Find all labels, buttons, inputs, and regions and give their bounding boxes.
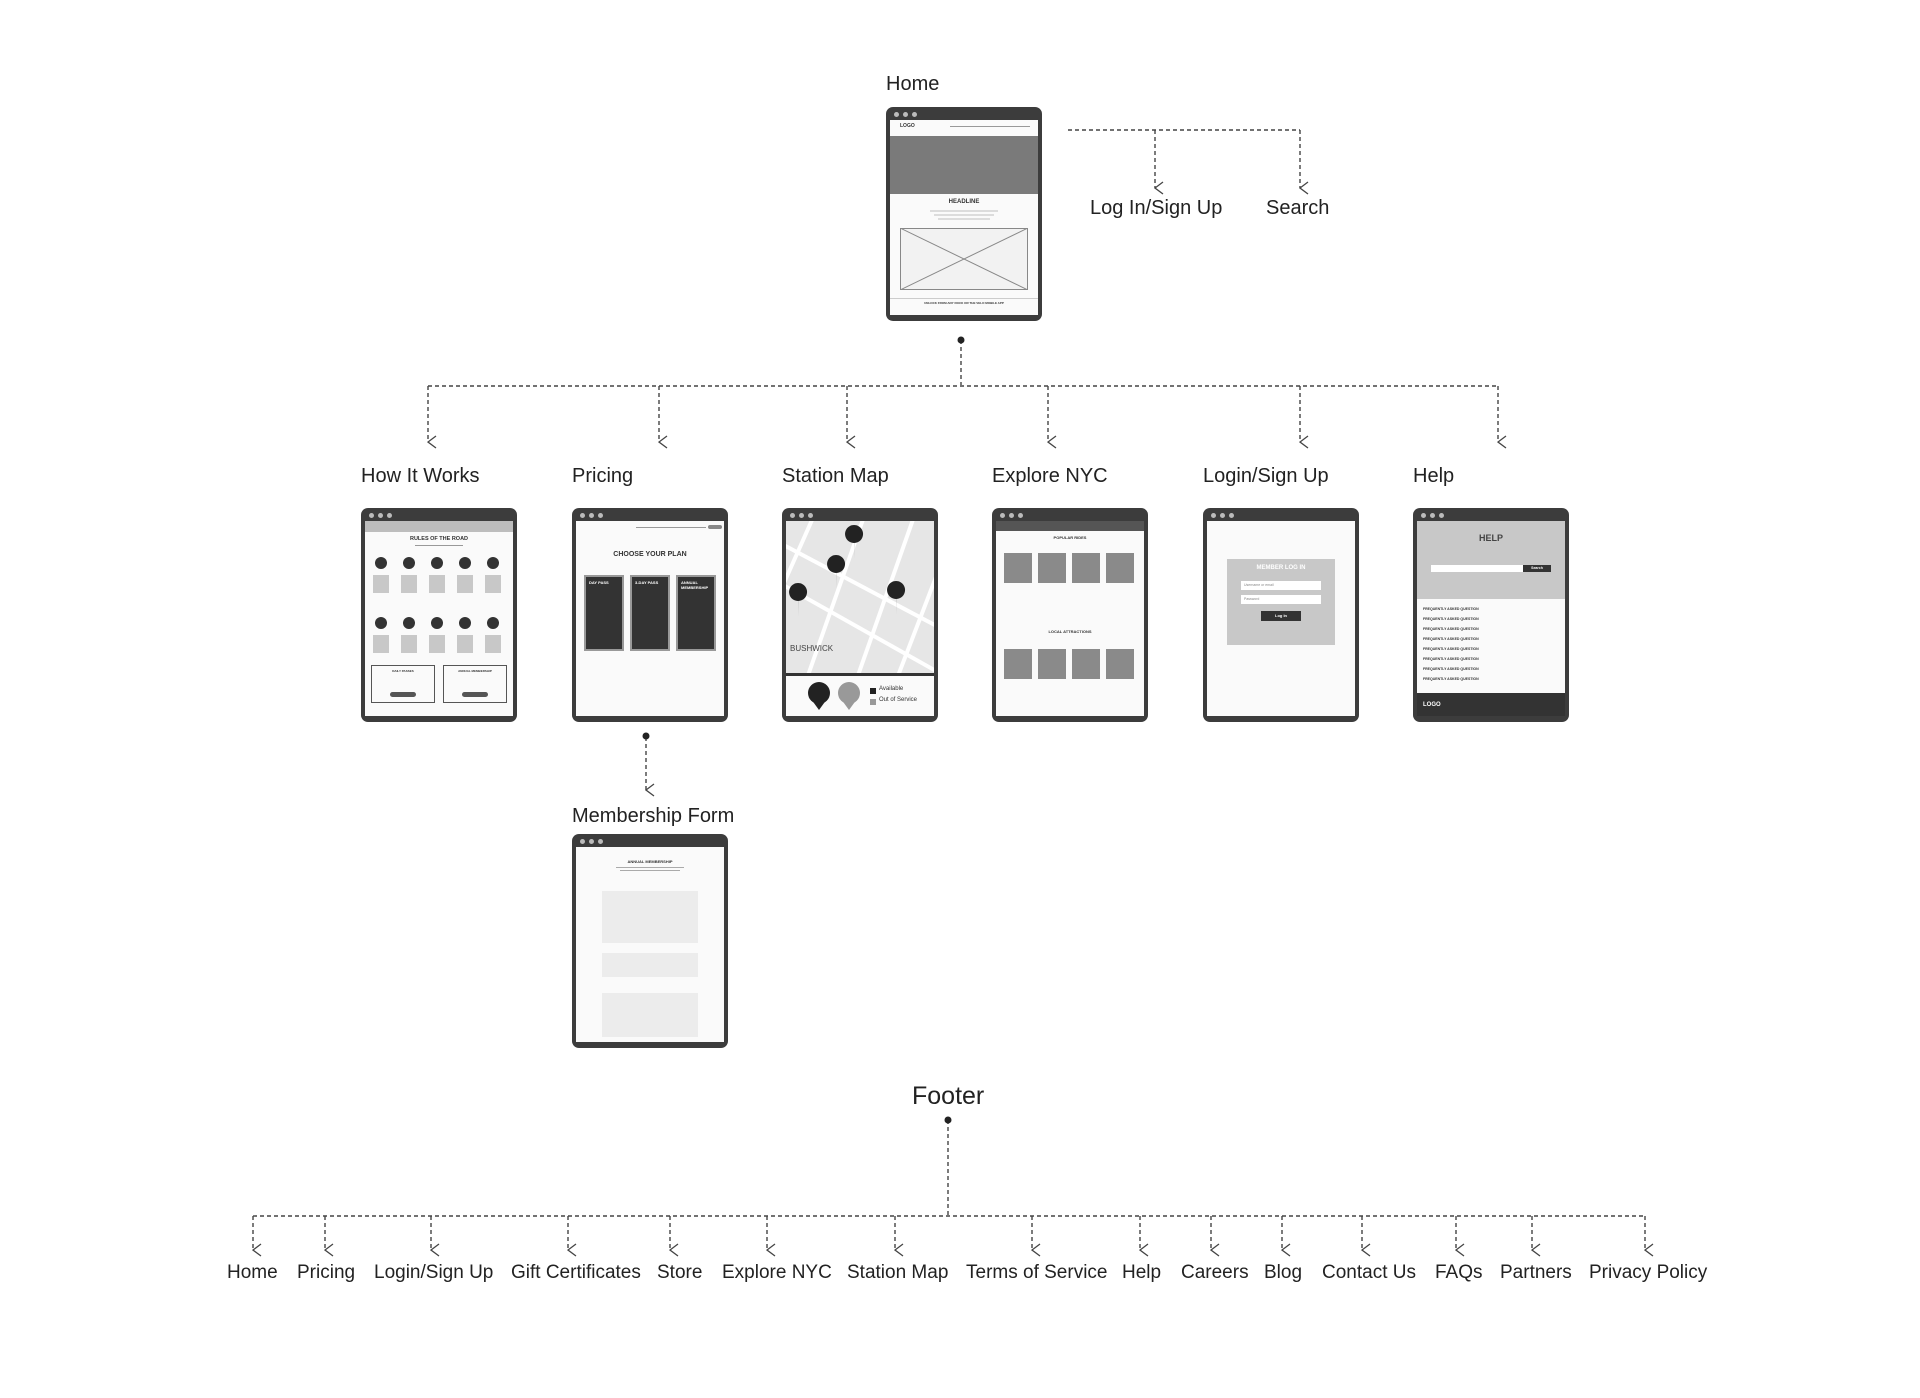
explore-nyc-label: Explore NYC (992, 465, 1108, 487)
username-field: Username or email (1244, 583, 1274, 587)
window-dots-icon (580, 513, 603, 519)
rules-icons-grid (373, 557, 501, 653)
window-dots-icon (790, 513, 813, 519)
login-signup-label: Login/Sign Up (1203, 465, 1329, 487)
help-label: Help (1413, 465, 1455, 487)
membership-form-wireframe[interactable]: ANNUAL MEMBERSHIP (572, 834, 728, 1048)
pricing-wireframe[interactable]: CHOOSE YOUR PLAN DAY PASS 3-DAY PASS ANN… (572, 508, 728, 722)
map-area-label: BUSHWICK (790, 644, 834, 653)
plan-name: ANNUAL MEMBERSHIP (681, 580, 709, 590)
faq-item: FREQUENTLY ASKED QUESTION (1423, 667, 1479, 671)
daily-passes-card: DAILY PASSES (371, 665, 435, 703)
home-headline: HEADLINE (948, 199, 980, 205)
footer-link-blog[interactable]: Blog (1264, 1262, 1303, 1283)
help-wireframe[interactable]: HELP Search FREQUENTLY ASKED QUESTION FR… (1413, 508, 1569, 722)
footer-link-login-signup[interactable]: Login/Sign Up (374, 1262, 494, 1283)
pricing-label: Pricing (572, 465, 634, 487)
footer-link-help[interactable]: Help (1122, 1262, 1162, 1283)
footer-link-partners[interactable]: Partners (1500, 1262, 1572, 1283)
faq-item: FREQUENTLY ASKED QUESTION (1423, 617, 1479, 621)
footer-link-careers[interactable]: Careers (1181, 1262, 1249, 1283)
plan-name: 3-DAY PASS (635, 580, 659, 585)
popular-rides-title: POPULAR RIDES (1053, 535, 1087, 540)
faq-item: FREQUENTLY ASKED QUESTION (1423, 647, 1479, 651)
footer-link-terms-of-service[interactable]: Terms of Service (966, 1262, 1108, 1283)
membership-form-label: Membership Form (572, 805, 735, 827)
faq-item: FREQUENTLY ASKED QUESTION (1423, 607, 1479, 611)
home-logo: LOGO (900, 123, 915, 129)
plan-name: DAY PASS (589, 580, 609, 585)
footer-link-faqs[interactable]: FAQs (1435, 1262, 1483, 1283)
window-dots-icon (1000, 513, 1023, 519)
footer-link-pricing[interactable]: Pricing (297, 1262, 356, 1283)
login-panel: MEMBER LOG IN Username or email Password… (1227, 559, 1335, 645)
search-node-label: Search (1266, 197, 1330, 219)
window-dots-icon (369, 513, 392, 519)
footer-link-store[interactable]: Store (657, 1262, 703, 1283)
plan-card-day-pass: DAY PASS (584, 575, 624, 651)
annual-membership-card: ANNUAL MEMBERSHIP (443, 665, 507, 703)
home-wireframe[interactable]: LOGO HEADLINE UNLOCK FROM ANY DOCK OR TH… (886, 107, 1042, 321)
how-it-works-wireframe[interactable]: RULES OF THE ROAD DAILY PASSES ANNUAL ME… (361, 508, 517, 722)
how-it-works-label: How It Works (361, 465, 480, 487)
plan-card-annual-membership: ANNUAL MEMBERSHIP (676, 575, 716, 651)
window-dots-icon (1421, 513, 1444, 519)
explore-nyc-wireframe[interactable]: POPULAR RIDES LOCAL ATTRACTIONS (992, 508, 1148, 722)
help-footer-logo: LOGO (1423, 702, 1441, 708)
home-cta-text: UNLOCK FROM ANY DOCK OR THE VELO MOBILE … (924, 301, 1004, 305)
membership-form-title: ANNUAL MEMBERSHIP (627, 859, 673, 864)
login-title: MEMBER LOG IN (1256, 565, 1306, 571)
plan-card-3-day-pass: 3-DAY PASS (630, 575, 670, 651)
image-placeholder-icon (900, 228, 1028, 290)
faq-item: FREQUENTLY ASKED QUESTION (1423, 627, 1479, 631)
legend-out-of-service: Out of Service (879, 697, 918, 703)
footer-link-station-map[interactable]: Station Map (847, 1262, 949, 1283)
footer-title: Footer (912, 1082, 985, 1110)
legend-available: Available (879, 686, 904, 692)
help-title: HELP (1478, 533, 1503, 543)
local-attractions-title: LOCAL ATTRACTIONS (1048, 629, 1092, 634)
footer-link-gift-certificates[interactable]: Gift Certificates (511, 1262, 641, 1283)
faq-item: FREQUENTLY ASKED QUESTION (1423, 657, 1479, 661)
faq-item: FREQUENTLY ASKED QUESTION (1423, 637, 1479, 641)
window-dots-icon (580, 839, 603, 845)
station-map-label: Station Map (782, 465, 889, 487)
login-button: Log In (1275, 613, 1287, 618)
login-signup-node-label: Log In/Sign Up (1090, 197, 1223, 219)
bike-pin-out-of-service-icon (838, 682, 860, 710)
station-map-wireframe[interactable]: BUSHWICK Available Out of Service (782, 508, 938, 722)
footer-link-contact-us[interactable]: Contact Us (1322, 1262, 1416, 1283)
login-signup-wireframe[interactable]: MEMBER LOG IN Username or email Password… (1203, 508, 1359, 722)
help-search-button: Search (1531, 566, 1543, 570)
password-field: Password (1244, 597, 1260, 601)
window-dots-icon (1211, 513, 1234, 519)
faq-item: FREQUENTLY ASKED QUESTION (1423, 677, 1479, 681)
footer-link-privacy-policy[interactable]: Privacy Policy (1589, 1262, 1708, 1283)
window-dots-icon (894, 112, 917, 118)
bike-pin-available-icon (808, 682, 830, 710)
home-hero-image (890, 136, 1038, 194)
pricing-title: CHOOSE YOUR PLAN (613, 551, 687, 558)
how-it-works-title: RULES OF THE ROAD (409, 536, 469, 542)
daily-passes-label: DAILY PASSES (392, 669, 414, 673)
annual-membership-label: ANNUAL MEMBERSHIP (458, 669, 492, 673)
footer-link-explore-nyc[interactable]: Explore NYC (722, 1262, 832, 1283)
footer-link-home[interactable]: Home (227, 1262, 278, 1283)
home-label: Home (886, 73, 940, 95)
map-area: BUSHWICK (786, 521, 934, 673)
help-footer-bar: LOGO (1417, 693, 1565, 716)
